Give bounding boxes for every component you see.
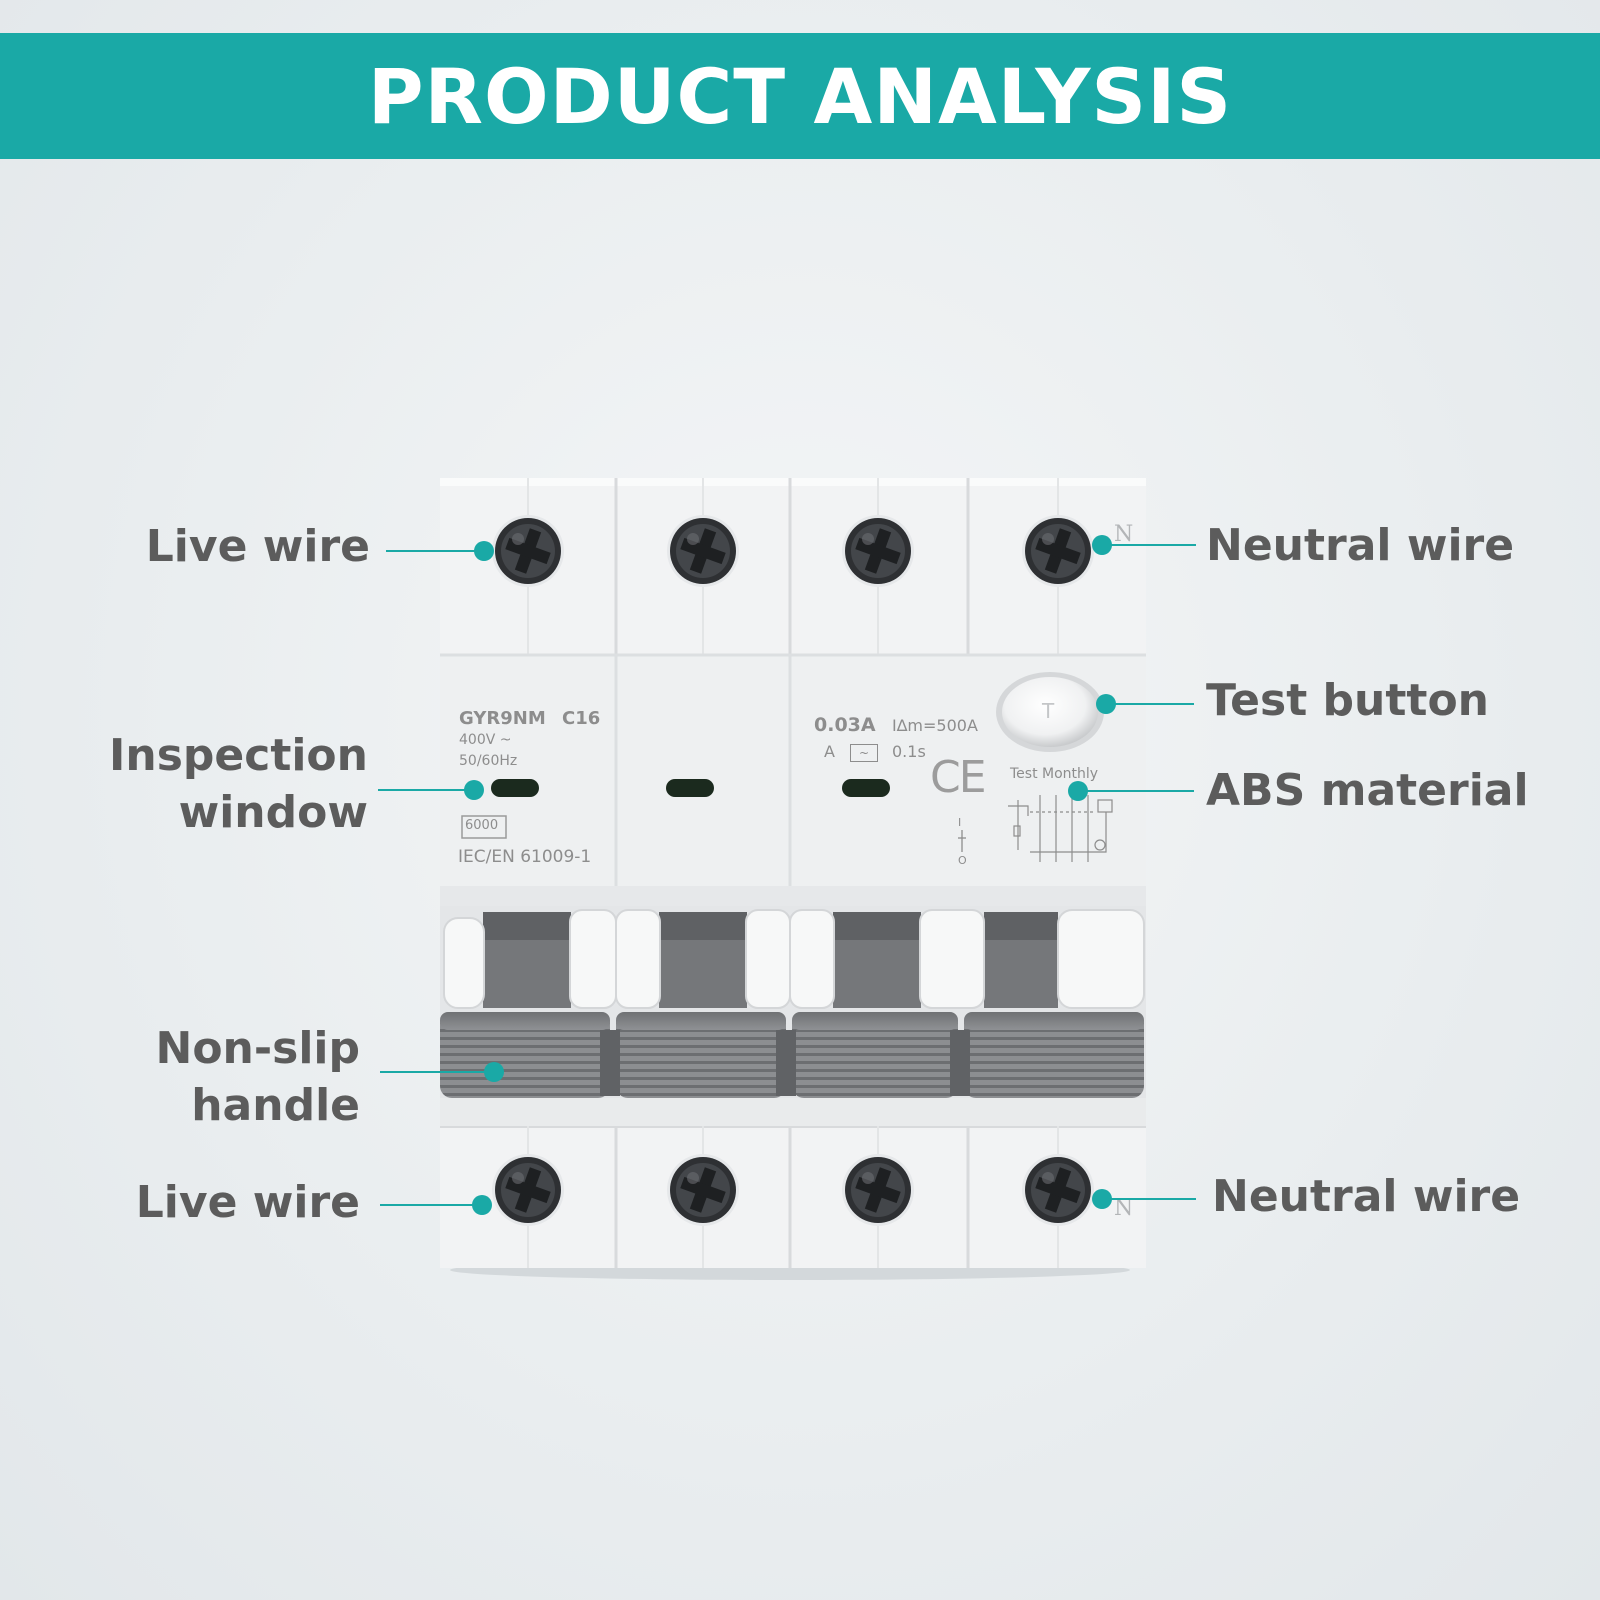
switch-on-mark: I xyxy=(958,816,962,829)
callout-live-wire-top: Live wire xyxy=(145,521,370,572)
test-button-letter: T xyxy=(1042,699,1055,723)
terminal-screw-icon xyxy=(492,515,564,587)
callout-dot xyxy=(1092,535,1112,555)
leader-line xyxy=(380,1071,494,1073)
callout-dot xyxy=(1096,694,1116,714)
leader-line xyxy=(378,789,474,791)
neutral-mark-bottom: N xyxy=(1114,1196,1134,1221)
callout-dot xyxy=(474,541,494,561)
banner-title: PRODUCT ANALYSIS xyxy=(367,51,1233,141)
waveform-icon: ~ xyxy=(850,744,878,762)
terminal-screw-icon xyxy=(667,1154,739,1226)
leader-line xyxy=(380,1204,482,1206)
breaking-capacity-box xyxy=(461,815,507,839)
breaking-capacity-label: 6000 xyxy=(465,818,499,833)
wiring-schematic-icon xyxy=(1008,795,1113,862)
terminal-screw-icon xyxy=(667,515,739,587)
title-banner: PRODUCT ANALYSIS xyxy=(0,33,1600,159)
terminal-screw-icon xyxy=(842,1154,914,1226)
callout-test-button: Test button xyxy=(1206,675,1489,726)
callout-dot xyxy=(1092,1189,1112,1209)
callout-neutral-wire-bottom: Neutral wire xyxy=(1212,1171,1521,1222)
callout-non-slip-handle: Non-slip handle xyxy=(156,1020,361,1134)
leader-line xyxy=(1102,544,1196,546)
callout-dot xyxy=(484,1062,504,1082)
terminal-screw-icon xyxy=(842,515,914,587)
test-monthly-label: Test Monthly xyxy=(1010,766,1099,782)
callout-inspection-line2: window xyxy=(178,787,368,838)
frequency-label: 50/60Hz xyxy=(459,753,518,769)
leader-line xyxy=(1106,703,1194,705)
neutral-mark-top: N xyxy=(1114,522,1134,547)
inspection-window xyxy=(842,779,890,797)
on-off-symbol xyxy=(958,830,966,852)
switch-off-mark: O xyxy=(958,854,967,867)
type-label: A xyxy=(824,742,835,761)
rating-label: C16 xyxy=(562,708,601,729)
terminal-screw-icon xyxy=(1022,1154,1094,1226)
non-slip-handle[interactable] xyxy=(440,1012,1144,1098)
callout-dot xyxy=(464,780,484,800)
residual-current-label: 0.03A xyxy=(814,714,876,736)
inspection-window xyxy=(666,779,714,797)
voltage-label: 400V ~ xyxy=(459,732,512,748)
inspection-window xyxy=(491,779,539,797)
callout-dot xyxy=(1068,781,1088,801)
i-delta-m-label: I∆m=500A xyxy=(892,716,978,735)
callout-nonslip-line2: handle xyxy=(191,1080,360,1131)
terminal-screw-icon xyxy=(1022,515,1094,587)
callout-neutral-wire-top: Neutral wire xyxy=(1206,520,1515,571)
callout-inspection-line1: Inspection xyxy=(109,730,368,781)
test-button[interactable] xyxy=(996,672,1104,752)
trip-time-label: 0.1s xyxy=(892,742,926,761)
callout-live-wire-bottom: Live wire xyxy=(135,1177,360,1228)
model-label: GYR9NM xyxy=(459,708,546,729)
standard-label: IEC/EN 61009-1 xyxy=(458,847,592,867)
callout-nonslip-line1: Non-slip xyxy=(155,1023,361,1074)
leader-line xyxy=(1102,1198,1196,1200)
leader-line xyxy=(386,550,484,552)
callout-dot xyxy=(472,1195,492,1215)
leader-line xyxy=(1078,790,1194,792)
callout-inspection-window: Inspection window xyxy=(109,727,368,841)
ce-mark: CE xyxy=(930,752,987,803)
terminal-screw-icon xyxy=(492,1154,564,1226)
callout-abs-material: ABS material xyxy=(1206,765,1529,816)
